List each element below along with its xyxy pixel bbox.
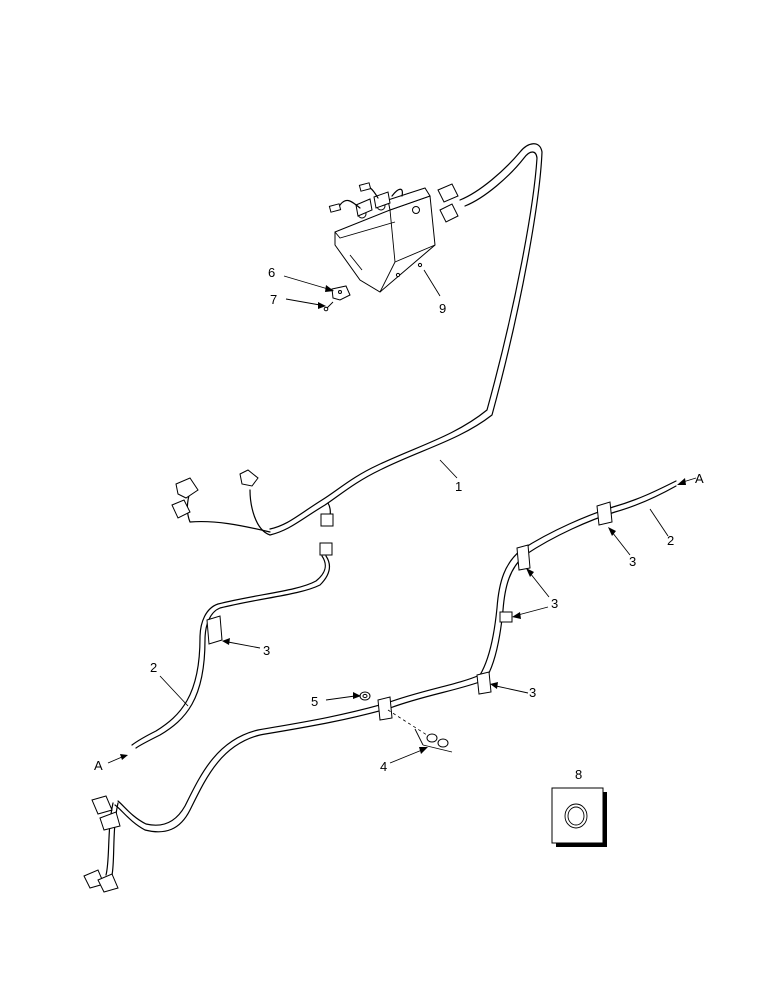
callout-7: 7 [270,292,277,307]
hardware-part-4 [387,709,453,753]
callout-3-left: 3 [263,643,270,658]
detail-box-item-8 [551,787,607,847]
reference-a-right: A [695,471,704,486]
harness-item-2-left [131,542,333,749]
callout-2-left: 2 [150,660,157,675]
harness-item-1 [171,143,543,536]
screw-part-7 [323,301,334,312]
callout-5: 5 [311,694,318,709]
harness-item-2-right [83,480,677,893]
callout-3-middle: 3 [551,596,558,611]
leader-lines [107,269,697,764]
nut-part-5 [359,691,371,701]
control-box [334,187,436,293]
callout-8: 8 [575,767,582,782]
callout-9: 9 [439,301,446,316]
box-connector-pigtails [328,182,403,213]
callout-3-upper: 3 [629,554,636,569]
callout-1: 1 [455,479,462,494]
callout-6: 6 [268,265,275,280]
callout-2-right: 2 [667,533,674,548]
callout-3-lower: 3 [529,685,536,700]
clip-part-6 [331,285,351,301]
reference-a-left: A [94,758,103,773]
callout-4: 4 [380,759,387,774]
